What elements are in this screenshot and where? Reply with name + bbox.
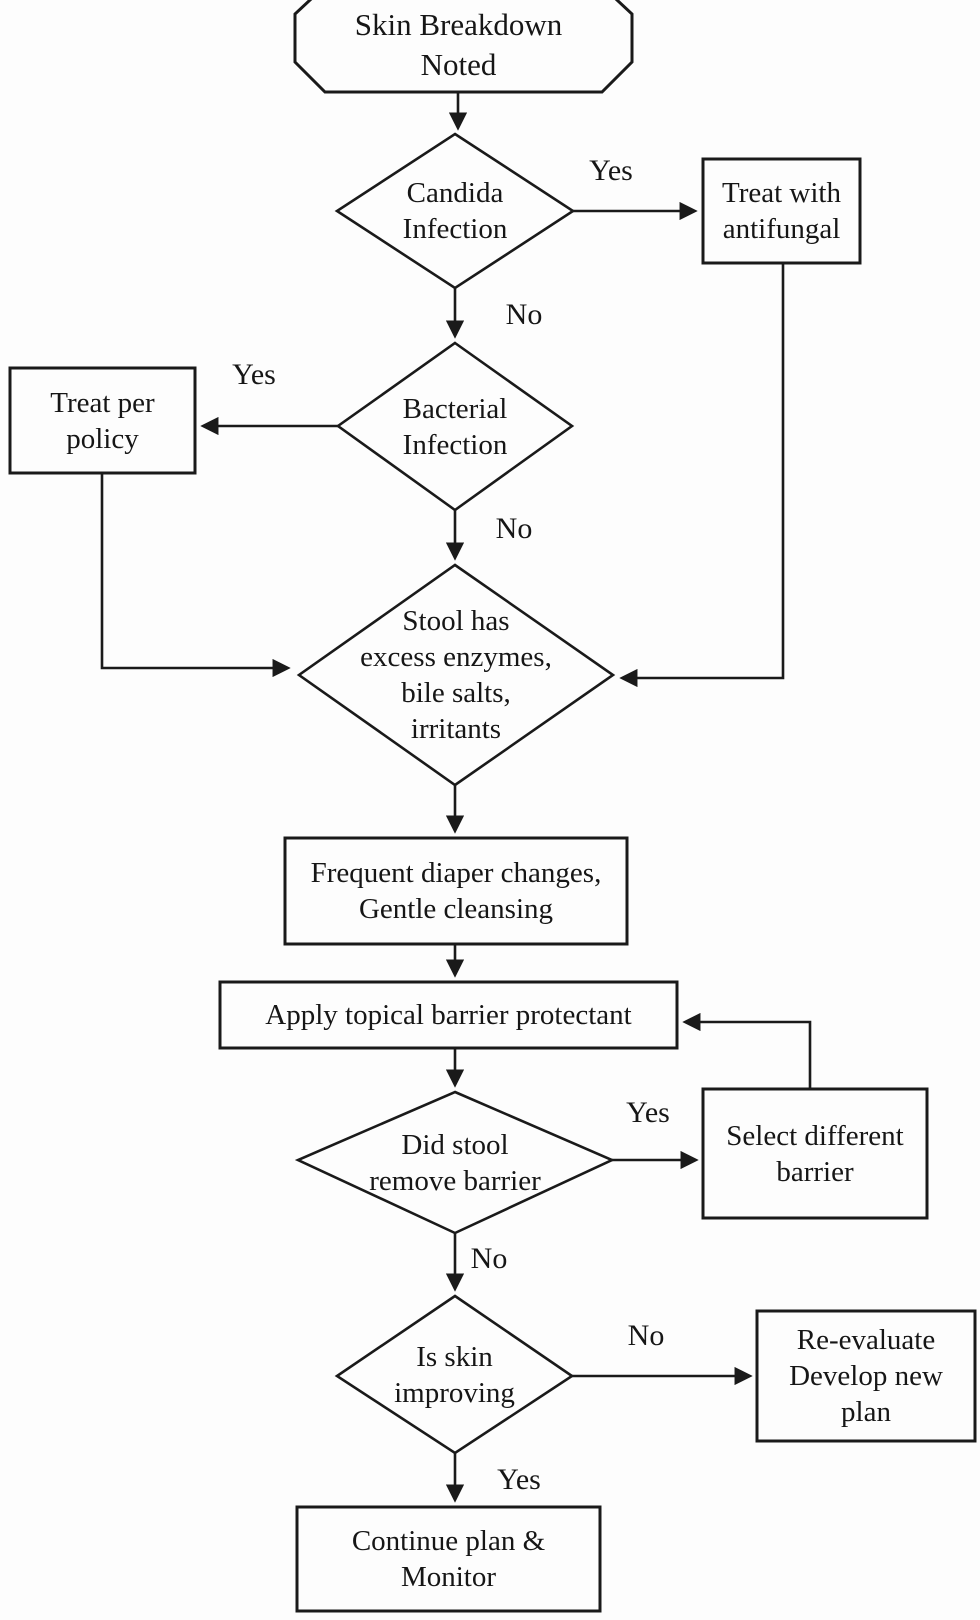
decision-candida-shape [334, 132, 576, 290]
process-treat-policy-shape [8, 366, 197, 475]
start-terminator-shape [293, 0, 634, 94]
decision-bacterial-shape [335, 341, 575, 512]
edge-select-loop-to-apply [682, 1012, 812, 1089]
process-apply-shape [218, 980, 679, 1050]
process-reevaluate-shape [755, 1309, 977, 1443]
decision-is-skin-shape [334, 1294, 575, 1455]
process-treat-antifungal-shape [701, 157, 862, 265]
decision-stool-shape [296, 563, 616, 787]
process-select-barrier-shape [701, 1087, 929, 1220]
edge-antifungal-to-stool [619, 263, 785, 688]
edge-policy-to-stool [100, 473, 291, 678]
process-frequent-shape [283, 836, 629, 946]
process-continue-shape [295, 1505, 602, 1613]
decision-did-stool-shape [294, 1090, 616, 1235]
